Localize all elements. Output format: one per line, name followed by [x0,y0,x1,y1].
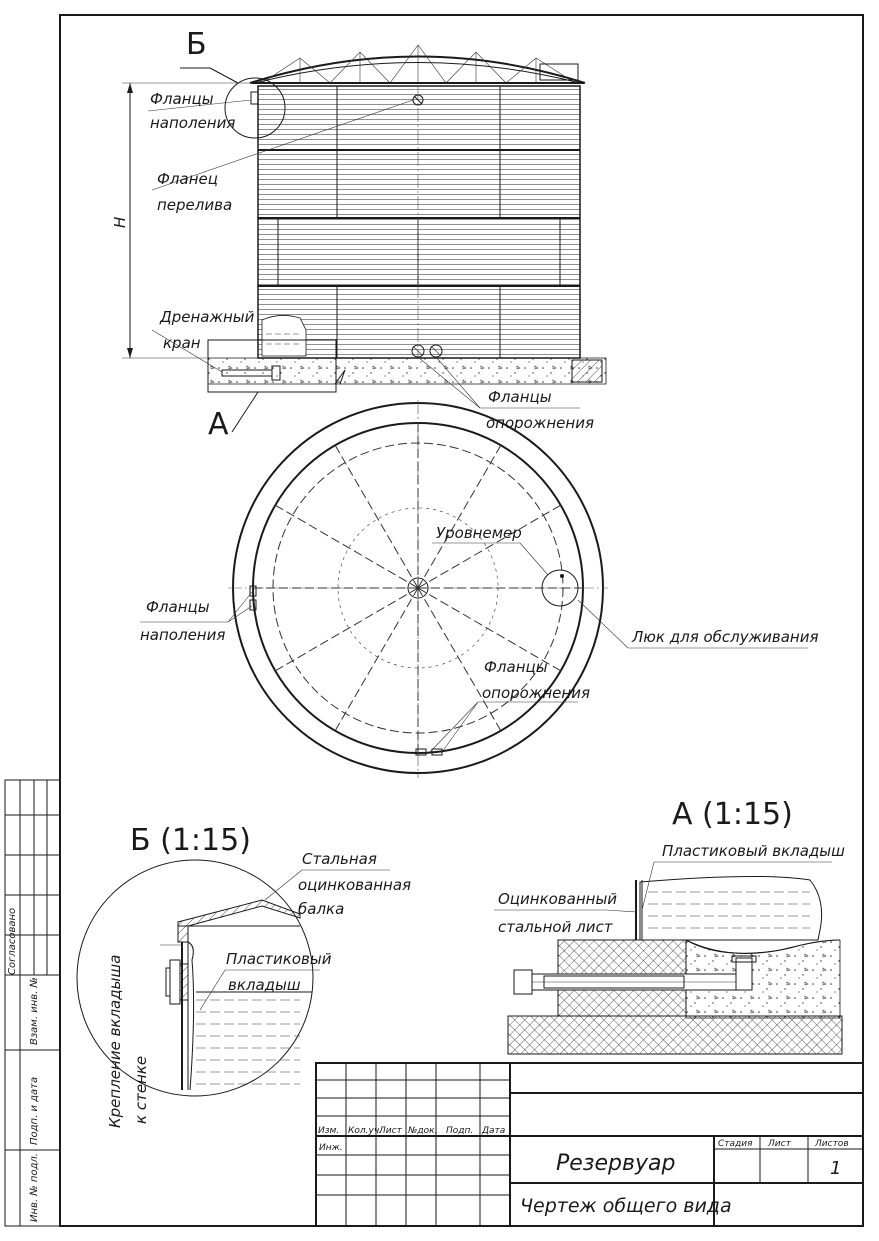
tank-elevation [122,44,607,433]
overflow-flange-label-2: перелива [157,196,232,214]
detail-a-labels: А (1:15) Пластиковый вкладыш Оцинкованны… [498,797,845,936]
plan-fill-flanges-label: Фланцы [146,598,210,616]
liner-label-a: Пластиковый вкладыш [662,842,845,860]
beam-label-3: балка [298,900,344,918]
drain-valve-label: Дренажный [159,308,255,326]
empty-flanges-label: Фланцы [488,388,552,406]
col-kol: Кол.уч. [348,1126,382,1136]
beam-label: Стальная [302,850,377,868]
detail-a [494,861,843,1055]
detail-a-title: А (1:15) [672,797,793,832]
elevation-labels: Б А H Фланцы наполения Фланец перелива Д… [111,27,594,442]
agreed-label: Согласовано [7,908,18,975]
detail-b-title: Б (1:15) [130,823,251,858]
liner-label-b: Пластиковый [226,950,332,968]
drawing-title: Резервуар [556,1151,675,1176]
orig-inv-label: Инв. № подл. [29,1153,40,1222]
plan-empty-flanges-label: Фланцы [484,658,548,676]
fill-flanges-label: Фланцы [150,90,214,108]
title-block [315,1062,864,1227]
plan-labels: Фланцы наполения Уровнемер Люк для обслу… [140,524,819,702]
col-ndok: №док. [407,1126,437,1136]
detail-b [76,859,390,1097]
service-hatch-label: Люк для обслуживания [631,628,819,646]
liner-label-b-2: вкладыш [228,976,301,994]
empty-flanges-label-2: опорожнения [486,414,594,432]
left-margin-labels: Согласовано Взам. инв. № Подп. и дата Ин… [7,908,40,1222]
callout-b-letter: Б [186,27,207,62]
title-block-text: Изм. Кол.уч. Лист №док. Подп. Дата Инж. … [318,1126,849,1217]
sheet-label-tb: Лист [767,1139,792,1149]
stage-label: Стадия [718,1139,753,1149]
fill-flanges-label-2: наполения [150,114,235,132]
plan-fill-flanges-label-2: наполения [140,626,225,644]
sheet-label-2: стальной лист [498,918,614,936]
sign-date-label: Подп. и дата [29,1077,40,1145]
level-gauge-label: Уровнемер [436,524,522,542]
col-list: Лист [378,1126,403,1136]
callout-a-letter: А [208,407,229,442]
height-label: H [111,217,129,228]
fastening-label-2: к стенке [132,1056,150,1124]
beam-label-2: оцинкованная [298,876,411,894]
detail-b-labels: Б (1:15) Стальная оцинкованная балка Пла… [106,823,411,1128]
overflow-flange-label: Фланец [157,170,218,188]
sheets-label: Листов [814,1139,849,1149]
col-izm: Изм. [318,1126,339,1136]
col-data: Дата [481,1126,505,1136]
sheet-label: Оцинкованный [498,890,617,908]
drawing-subtitle: Чертеж общего вида [520,1195,732,1217]
fastening-label: Крепление вкладыша [106,955,124,1128]
drain-valve-label-2: кран [163,334,201,352]
plan-empty-flanges-label-2: опорожнения [482,684,590,702]
sheets-value: 1 [830,1158,841,1179]
role-label: Инж. [319,1143,343,1153]
replaced-inv-label: Взам. инв. № [29,977,40,1045]
tank-plan [140,400,808,778]
col-podp: Подп. [446,1126,473,1136]
